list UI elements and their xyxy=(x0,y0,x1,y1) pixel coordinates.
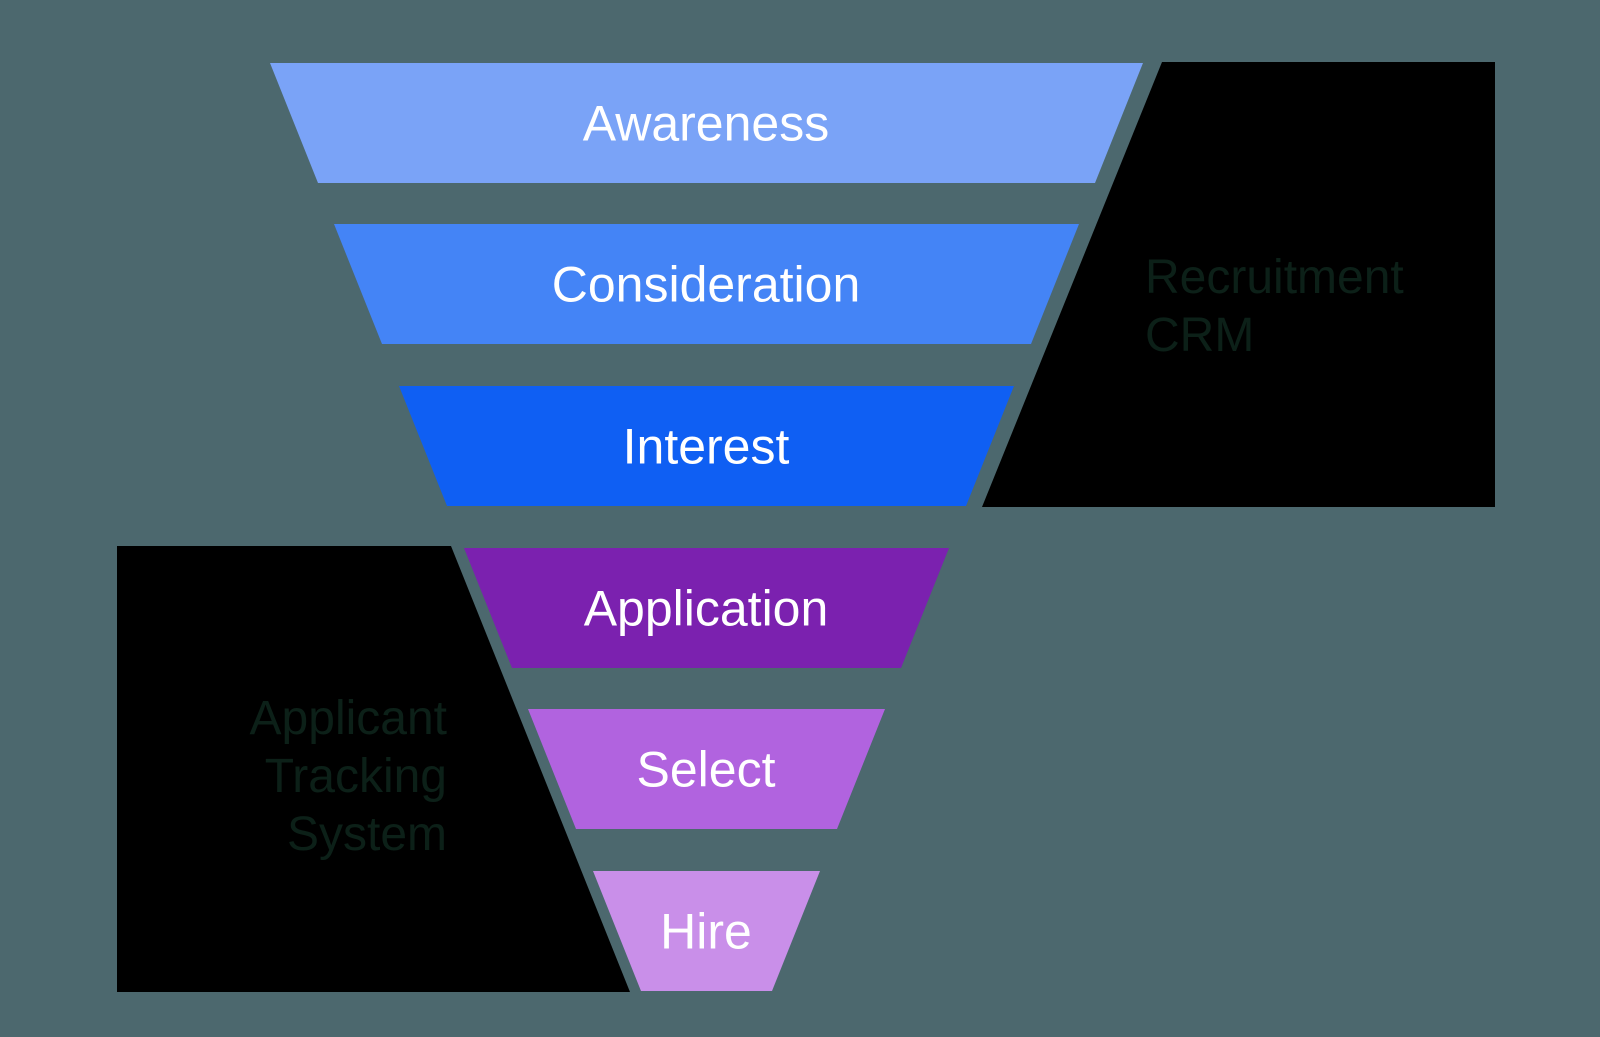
funnel-stage-application: Application xyxy=(464,548,949,668)
funnel-stage-consideration-label: Consideration xyxy=(552,257,861,313)
recruitment-crm-label-line-2: CRM xyxy=(1145,309,1254,362)
funnel-stage-hire-label: Hire xyxy=(660,904,752,960)
recruitment-crm-shape xyxy=(982,62,1495,507)
funnel-stage-select: Select xyxy=(528,709,885,829)
funnel-stage-awareness-label: Awareness xyxy=(583,96,829,152)
funnel-stage-awareness-shape xyxy=(270,63,1143,183)
funnel-stage-select-label: Select xyxy=(637,742,776,798)
funnel-stage-interest: Interest xyxy=(399,386,1014,506)
funnel-stage-awareness: Awareness xyxy=(270,63,1143,183)
recruitment-crm-label-line-1: Recruitment xyxy=(1145,251,1404,304)
funnel-stage-hire: Hire xyxy=(593,871,820,991)
funnel-stages: Awareness Consideration Interest Applica… xyxy=(270,63,1143,991)
applicant-tracking-system-shape xyxy=(117,546,630,992)
funnel-stage-interest-label: Interest xyxy=(623,419,790,475)
applicant-tracking-system-label: Applicant Tracking System xyxy=(250,692,447,861)
funnel-stage-select-shape xyxy=(528,709,885,829)
applicant-tracking-system-label-line-3: System xyxy=(287,808,447,861)
funnel-stage-application-label: Application xyxy=(584,581,829,637)
funnel-stage-application-shape xyxy=(464,548,949,668)
applicant-tracking-system-label-line-2: Tracking xyxy=(265,750,447,803)
funnel-stage-consideration-shape xyxy=(334,224,1079,344)
funnel-stage-interest-shape xyxy=(399,386,1014,506)
applicant-tracking-system-label-line-1: Applicant xyxy=(250,692,447,745)
funnel-stage-hire-shape xyxy=(593,871,820,991)
funnel-stage-consideration: Consideration xyxy=(334,224,1079,344)
recruitment-crm-label: Recruitment CRM xyxy=(1145,251,1404,362)
